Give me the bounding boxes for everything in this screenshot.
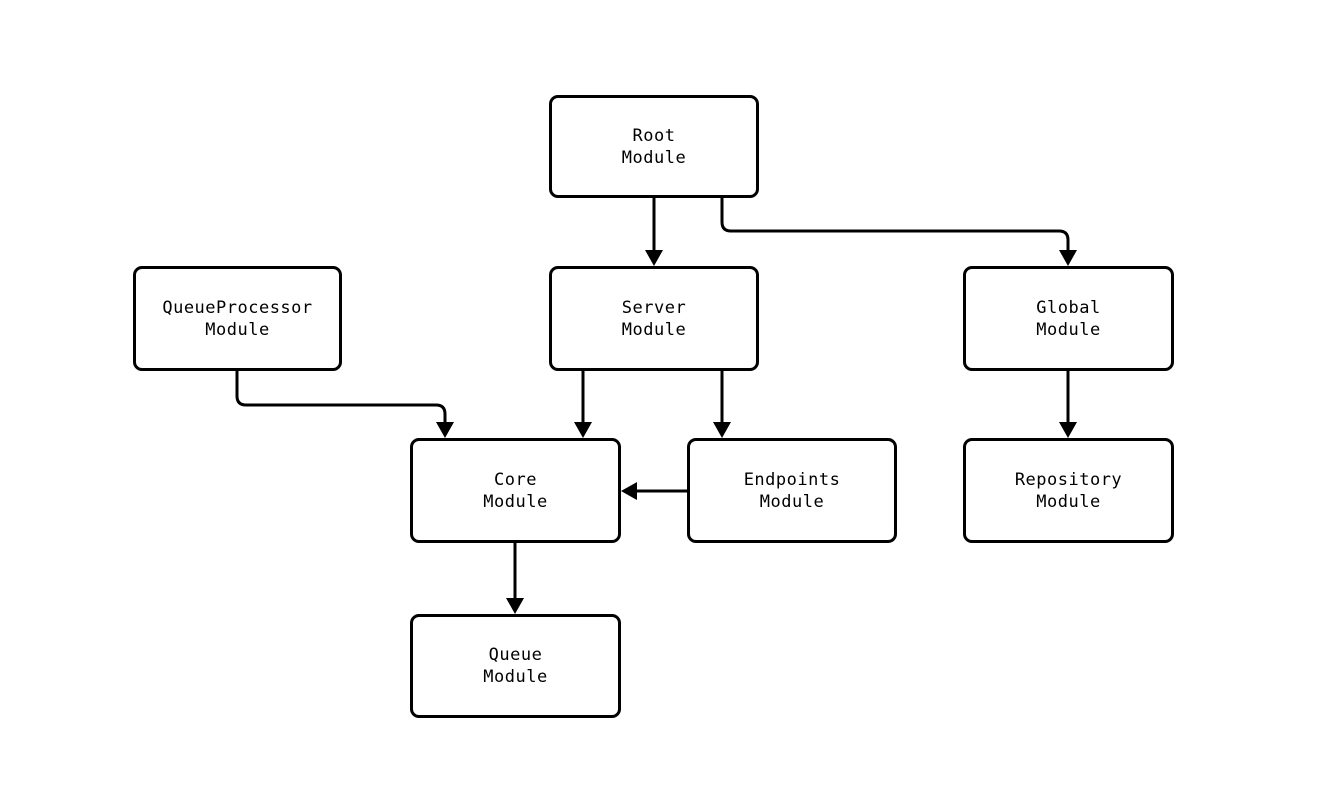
node-label-primary: Endpoints	[743, 469, 841, 490]
node-label-secondary: Module	[759, 491, 825, 512]
node-label-primary: Server	[621, 297, 687, 318]
arrowhead-global-to-repository	[1059, 422, 1077, 438]
node-label-secondary: Module	[1036, 491, 1101, 512]
node-label-primary: QueueProcessor	[162, 297, 313, 318]
arrowhead-server-to-core	[574, 422, 592, 438]
arrowhead-root-to-server	[645, 250, 663, 266]
node-label-primary: Queue	[488, 645, 543, 665]
arrowhead-queueprocessor-to-core	[436, 422, 454, 438]
node-label-secondary: Module	[621, 319, 687, 340]
node-label-primary: Core	[494, 469, 537, 490]
arrowhead-root-to-global	[1059, 250, 1077, 266]
node-label-secondary: Module	[483, 667, 548, 687]
edge-queueprocessor-to-core	[235, 371, 447, 430]
edge-root-to-global	[720, 198, 1070, 258]
arrowhead-endpoints-to-core	[621, 482, 637, 500]
node-label-primary: Global	[1036, 297, 1101, 318]
node-label-secondary: Module	[483, 491, 548, 512]
node-label-primary: Root	[632, 125, 676, 146]
arrowhead-server-to-endpoints	[713, 422, 731, 438]
arrowhead-core-to-queue	[506, 598, 524, 614]
node-label-secondary: Module	[621, 147, 687, 168]
node-label-primary: Repository	[1014, 469, 1123, 490]
node-label-secondary: Module	[205, 319, 270, 340]
node-label-secondary: Module	[1036, 319, 1101, 340]
